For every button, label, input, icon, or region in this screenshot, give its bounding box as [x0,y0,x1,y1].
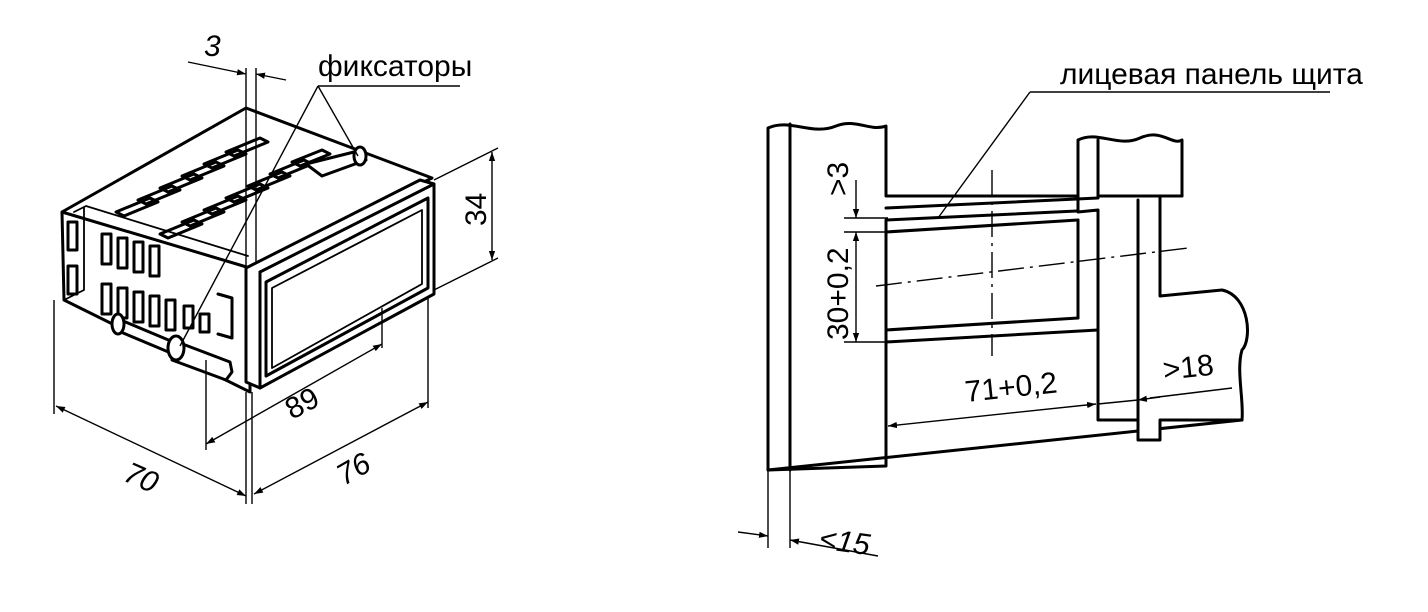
dim-lt15: <15 [737,470,879,562]
dim-76-label: 76 [331,447,377,492]
dim-34: 34 [433,147,499,291]
latches-leader: фиксаторы [179,50,472,347]
dim-height-label: 30+0,2 [822,247,855,340]
dim-3: 3 [187,30,287,266]
dim-width-label: 71+0,2 [963,366,1059,408]
dim-gt18-label: >18 [1161,349,1215,387]
dim-34-label: 34 [460,193,493,226]
panel-leader: лицевая панель щита [937,58,1363,219]
dim-gt3-label: >3 [822,162,855,196]
dim-lt15-label: <15 [817,522,872,562]
front-bezel [244,178,436,390]
dim-height: 30+0,2 [822,232,888,343]
dim-70-label: 70 [119,456,163,500]
dim-gt3: >3 [822,162,888,233]
device-view: фиксаторы 3 34 89 70 [53,30,499,504]
dim-3-label: 3 [204,30,221,63]
dim-89-label: 89 [280,381,325,426]
panel-label: лицевая панель щита [1060,58,1363,91]
center-axes [875,170,1189,356]
panel-cutout-view: лицевая панель щита >3 30+0,2 71+0,2 >18 [737,58,1363,562]
latches-label: фиксаторы [318,50,472,83]
latches [110,145,368,382]
panel-post-right [1076,133,1249,442]
